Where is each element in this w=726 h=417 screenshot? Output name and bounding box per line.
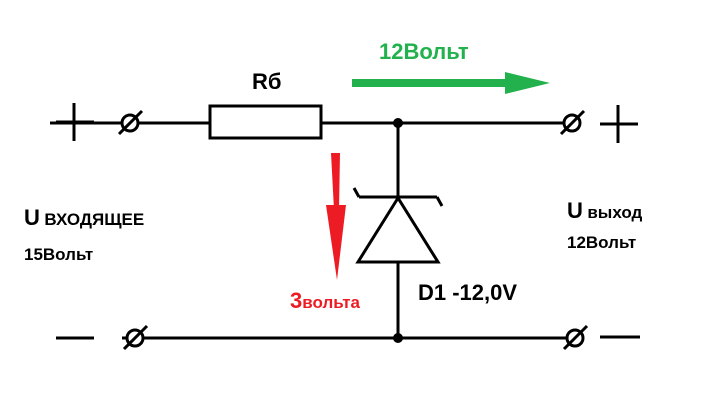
terminal-top-right xyxy=(559,109,586,136)
output-u-symbol: U xyxy=(567,198,583,223)
input-plus-sign xyxy=(56,103,94,141)
voltage-drop-label: 3вольта xyxy=(290,290,360,312)
zener-diode-d1 xyxy=(352,187,444,264)
voltage-drop-arrow-icon xyxy=(326,153,346,280)
input-word: ВХОДЯЩЕЕ xyxy=(44,210,145,229)
junction-dot-bottom xyxy=(393,333,403,343)
output-voltage-value: 12Вольт xyxy=(567,233,637,252)
terminal-top-left xyxy=(117,109,144,136)
input-voltage-value: 15Вольт xyxy=(24,245,94,264)
output-voltage-title: U выход xyxy=(567,200,642,222)
terminal-bottom-right xyxy=(562,324,589,351)
terminal-bottom-left xyxy=(122,324,149,351)
voltage-drop-word: вольта xyxy=(302,293,360,312)
input-voltage-title: U ВХОДЯЩЕЕ xyxy=(24,207,144,229)
diode-label: D1 -12,0V xyxy=(418,280,518,305)
current-arrow-icon xyxy=(352,72,550,94)
voltage-drop-digit: 3 xyxy=(290,288,303,313)
current-voltage-label: 12Вольт xyxy=(379,39,469,64)
output-plus-sign xyxy=(600,105,638,143)
junction-dot-top xyxy=(393,118,403,128)
output-word: выход xyxy=(587,203,643,222)
resistor-label: Rб xyxy=(252,69,282,94)
resistor-rb xyxy=(208,104,323,140)
input-u-symbol: U xyxy=(24,205,40,230)
